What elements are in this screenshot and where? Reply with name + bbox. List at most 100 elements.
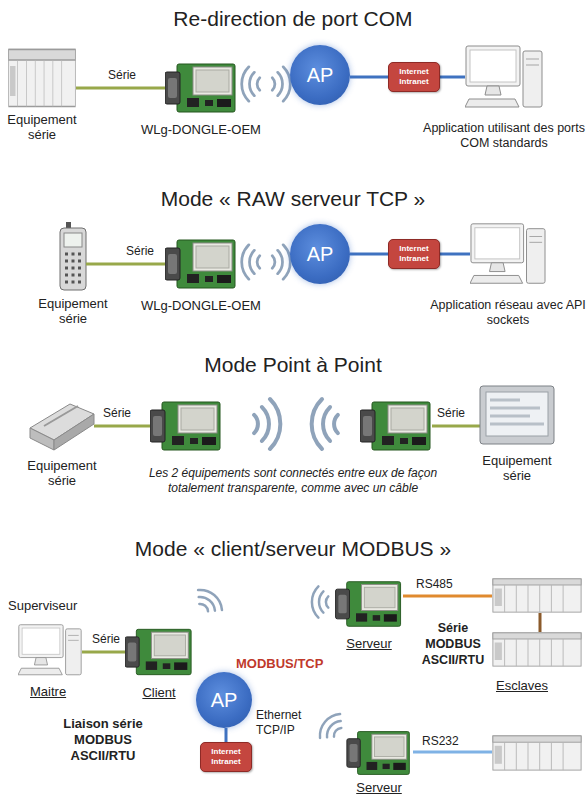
network-link xyxy=(440,76,465,79)
network-label: Internet Intranet xyxy=(201,747,251,767)
access-point-label: AP xyxy=(307,243,334,266)
wifi-waves-left xyxy=(242,245,260,279)
protocol-label: MODBUS/TCP xyxy=(236,656,336,672)
wifi-waves-right xyxy=(254,399,280,449)
node-label: WLg-DONGLE-OEM xyxy=(136,122,266,137)
serial-cable xyxy=(82,651,125,654)
link-label: Série xyxy=(108,68,136,83)
computer: SuperviseurMaitre xyxy=(18,622,82,680)
node-label: WLg-DONGLE-OEM xyxy=(136,298,266,313)
wifi-waves-group xyxy=(315,710,348,744)
wifi-dongle: Client xyxy=(125,625,193,679)
serial-cable xyxy=(76,87,165,90)
serial-equipment: Equipement série xyxy=(478,385,556,447)
dongle-illustration xyxy=(165,64,235,112)
network-label: Internet Intranet xyxy=(389,244,439,264)
serial-cable xyxy=(86,263,165,266)
access-point-label: AP xyxy=(211,689,238,712)
wifi-waves-group xyxy=(242,67,291,101)
protocol-label: Série MODBUS ASCII/RTU xyxy=(414,620,492,668)
plc-illustration xyxy=(493,736,581,770)
section-title: Mode Point à Point xyxy=(0,352,586,378)
wifi-waves-left xyxy=(312,586,328,617)
serial-equipment: Equipement série xyxy=(8,48,76,108)
equipment-side xyxy=(30,428,54,450)
rs485-bus xyxy=(539,613,542,632)
network-link xyxy=(350,76,388,79)
plc-group: Esclaves xyxy=(492,578,582,668)
dongle-illustration xyxy=(347,732,410,775)
wifi-waves-right xyxy=(272,67,290,101)
wifi-waves-up xyxy=(192,585,226,618)
node-label: Serveur xyxy=(335,636,403,651)
link-label: Ethernet TCP/IP xyxy=(256,708,316,738)
serial-equipment: Equipement série xyxy=(60,228,86,290)
node-label: Equipement série xyxy=(2,112,82,142)
section-title: Mode « RAW serveur TCP » xyxy=(0,186,586,212)
dongle-illustration xyxy=(360,402,430,450)
network-label: Internet Intranet xyxy=(389,67,439,87)
network-box: Internet Intranet xyxy=(388,239,440,269)
wifi-dongle: Serveur xyxy=(335,578,403,630)
node-label: Maitre xyxy=(30,684,80,699)
wifi-waves-right xyxy=(272,245,290,279)
serial-equipment: Equipement série xyxy=(30,398,94,450)
wifi-dongle: WLg-DONGLE-OEM xyxy=(165,60,237,116)
computer: Application utilisant des ports COM stan… xyxy=(465,45,543,111)
handheld-screen xyxy=(64,233,82,247)
handheld-keypad xyxy=(65,254,81,282)
link-label: RS232 xyxy=(422,734,472,749)
computer: Application réseau avec API sockets xyxy=(470,222,546,288)
computer-illustration xyxy=(470,224,545,283)
section-title: Mode « client/serveur MODBUS » xyxy=(0,536,586,562)
wifi-waves-group xyxy=(192,585,226,618)
plc-illustration xyxy=(493,579,581,612)
link-label: RS485 xyxy=(416,577,453,592)
wifi-waves-left xyxy=(312,399,338,449)
rs485-cable xyxy=(403,595,492,598)
serial-cable xyxy=(94,425,150,428)
hmi-content xyxy=(490,400,544,424)
node-label: Superviseur xyxy=(8,598,108,613)
dongle-illustration xyxy=(150,402,220,450)
node-label: Equipement série xyxy=(30,296,116,326)
node-label: Client xyxy=(125,685,193,700)
link-label: Série xyxy=(92,632,120,647)
access-point: AP xyxy=(196,672,252,728)
wifi-dongle: WLg-DONGLE-OEM xyxy=(165,236,237,292)
rs232-cable xyxy=(413,751,492,754)
wifi-waves-up xyxy=(315,710,348,744)
equipment-front xyxy=(54,414,94,450)
node-label: Equipement série xyxy=(470,453,564,483)
hmi-frame xyxy=(480,386,554,444)
link-label: Série xyxy=(126,244,154,259)
access-point: AP xyxy=(290,224,350,284)
link-label: Série xyxy=(437,406,477,421)
node-label: Serveur xyxy=(345,780,413,795)
wifi-waves-left xyxy=(242,67,260,101)
access-point-label: AP xyxy=(307,64,334,87)
wifi-waves-group xyxy=(242,245,291,279)
node-label: Esclaves xyxy=(492,678,552,693)
dongle-illustration xyxy=(125,629,191,674)
link-label: Série xyxy=(103,406,143,421)
equipment-slot xyxy=(44,406,78,426)
plc-illustration xyxy=(9,50,76,107)
network-box: Internet Intranet xyxy=(200,742,252,772)
node-label: Application réseau avec API sockets xyxy=(430,298,586,328)
network-link xyxy=(440,253,470,256)
plc-illustration xyxy=(493,633,581,666)
serial-cable xyxy=(432,425,480,428)
network-link xyxy=(225,728,228,742)
wifi-waves-group xyxy=(312,399,338,449)
computer-illustration xyxy=(18,625,81,675)
dongle-illustration xyxy=(165,240,235,288)
dongle-illustration xyxy=(336,582,401,627)
section-title: Re-direction de port COM xyxy=(0,6,586,32)
hmi-screen xyxy=(486,392,548,436)
network-link xyxy=(350,253,388,256)
wifi-dongle: Serveur xyxy=(345,728,413,778)
node-label: Application utilisant des ports COM stan… xyxy=(422,121,586,151)
wifi-waves-group xyxy=(254,399,280,449)
